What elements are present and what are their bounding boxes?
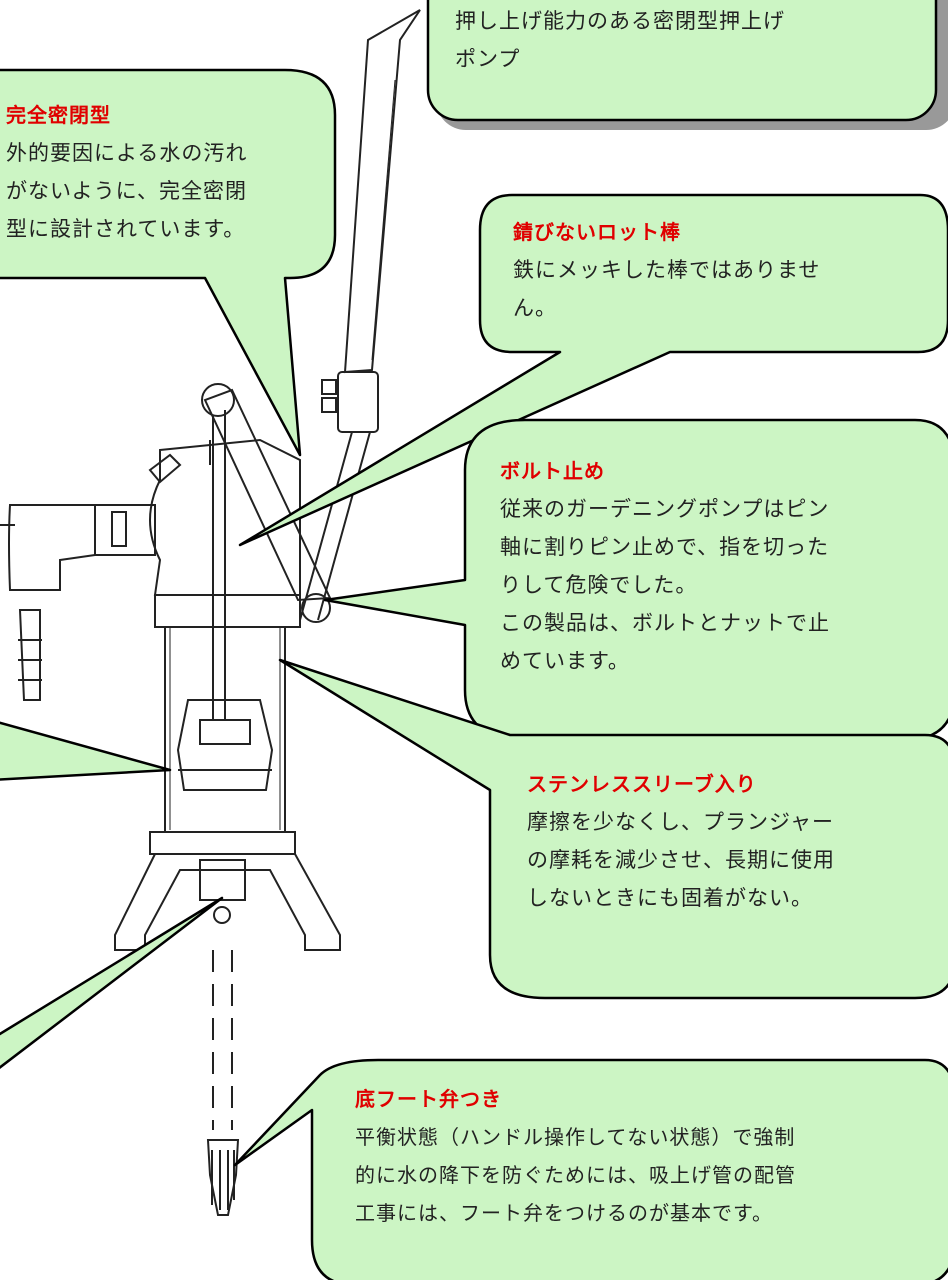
callout-bolt-body: 従来のガーデニングポンプはピン 軸に割りピン止めで、指を切った りして危険でした… [500, 497, 830, 673]
pump-link-arm [203, 388, 332, 602]
callout-bubble-sleeve [278, 658, 948, 1000]
callout-bubble-foot [233, 1058, 948, 1280]
callout-rod-body: 鉄にメッキした棒ではありませ ん。 [513, 258, 821, 320]
callout-foot-body: 平衡状態（ハンドル操作してない状態）で強制 的に水の降下を防ぐためには、吸上げ管… [355, 1125, 796, 1225]
callout-foot: 底フート弁つき 平衡状態（ハンドル操作してない状態）で強制 的に水の降下を防ぐた… [355, 1080, 945, 1232]
pump-handle [343, 9, 421, 374]
callout-bolt-title: ボルト止め [500, 459, 605, 483]
plunger [176, 699, 274, 791]
callout-sealed-title: 完全密閉型 [6, 103, 111, 127]
pump-drawing [0, 9, 421, 1216]
pump-base [114, 853, 341, 951]
callout-sleeve: ステンレススリーブ入り 摩擦を少なくし、プランジャー の摩耗を減少させ、長期に使… [527, 765, 937, 917]
callout-top: 押し上げ能力のある密閉型押上げ ポンプ [455, 2, 895, 78]
callout-top-body: 押し上げ能力のある密閉型押上げ ポンプ [455, 9, 785, 71]
lower-flange [149, 831, 296, 855]
suction-pipe [212, 950, 233, 1130]
upper-flange [154, 594, 301, 628]
callout-bubble-rod [238, 193, 948, 547]
callout-bubble-sealed [0, 68, 337, 457]
callout-sleeve-body: 摩擦を少なくし、プランジャー の摩耗を減少させ、長期に使用 しないときにも固着が… [527, 810, 835, 910]
callout-sealed: 完全密閉型 外的要因による水の汚れ がないように、完全密閉 型に設計されています… [6, 96, 326, 248]
outlet-elbow [8, 504, 96, 591]
foot-valve-strainer [206, 1139, 240, 1216]
callout-foot-title: 底フート弁つき [355, 1087, 502, 1111]
callout-sealed-body: 外的要因による水の汚れ がないように、完全密閉 型に設計されています。 [6, 141, 248, 241]
handle-clamp [337, 371, 379, 433]
hose-nipple [18, 609, 41, 701]
callout-bubble-left-base [0, 896, 224, 1069]
callout-bolt: ボルト止め 従来のガーデニングポンプはピン 軸に割りピン止めで、指を切った りし… [500, 452, 940, 680]
callout-rod-title: 錆びないロット棒 [513, 220, 681, 244]
callout-sleeve-title: ステンレススリーブ入り [527, 772, 757, 796]
callout-bubble-left-valve [0, 721, 172, 781]
callout-bubble-top [426, 0, 938, 122]
callout-rod: 錆びないロット棒 鉄にメッキした棒ではありませ ん。 [513, 213, 933, 327]
